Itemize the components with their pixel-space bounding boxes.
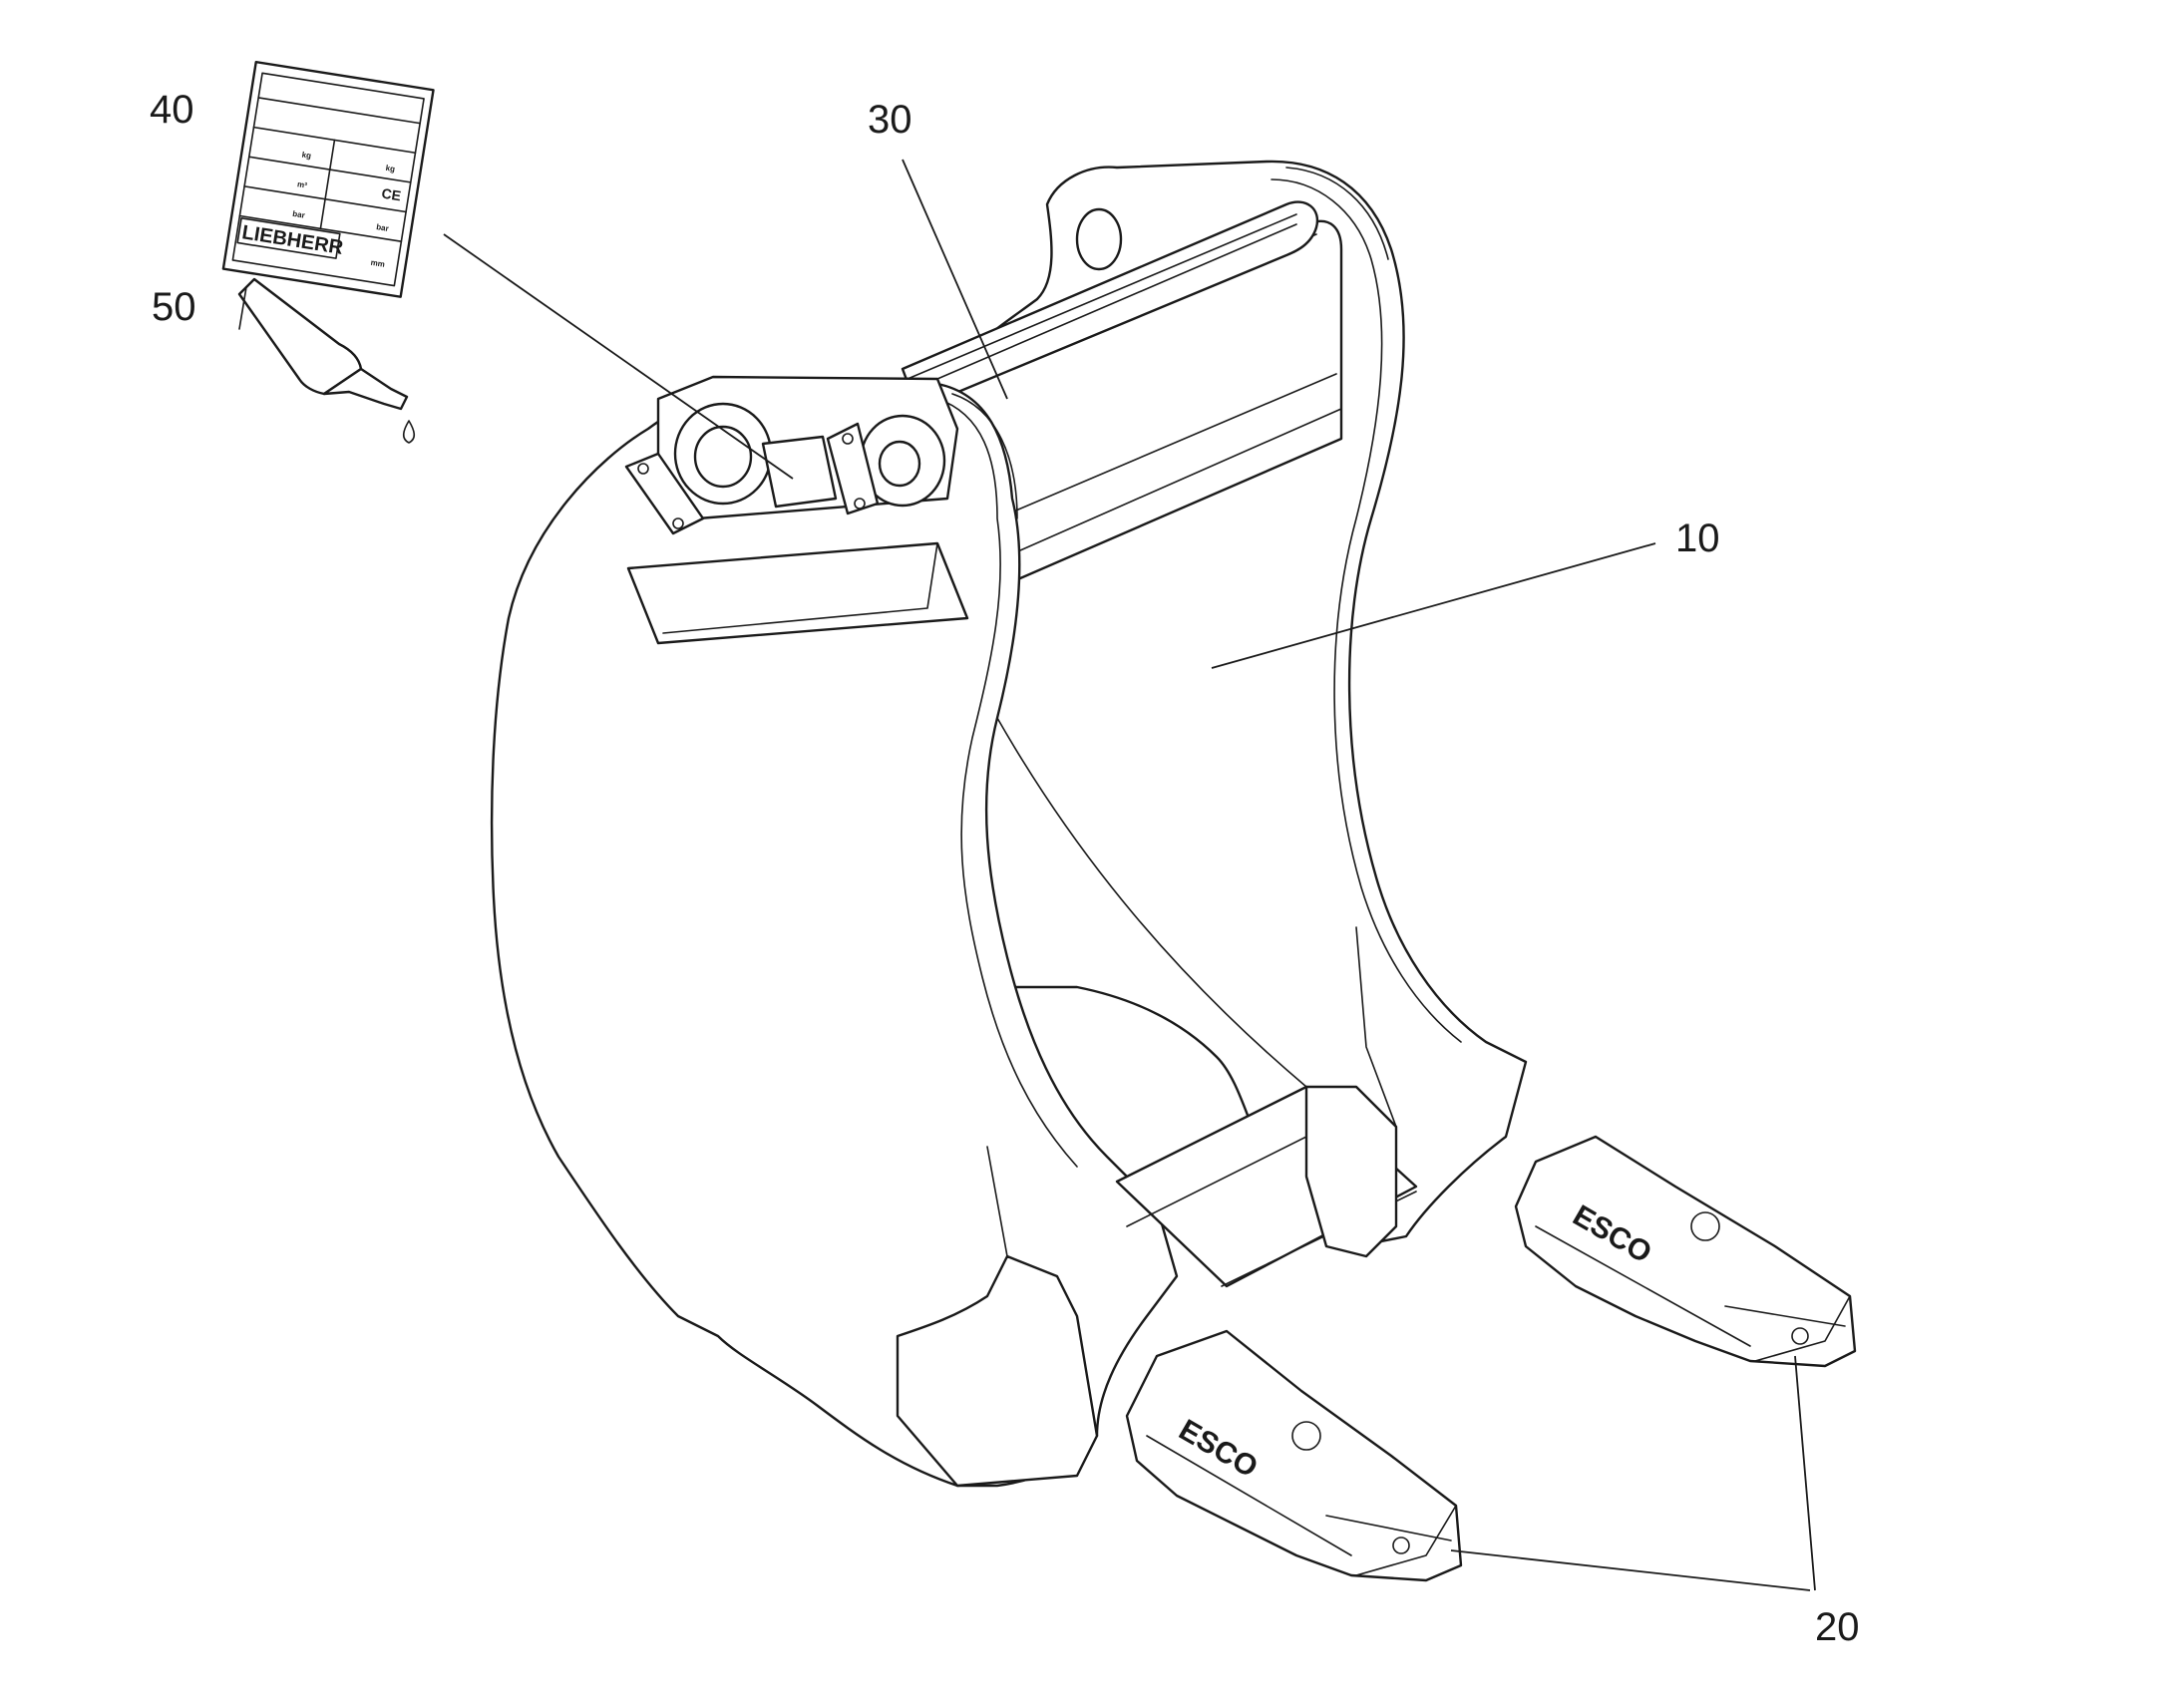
plate-unit-5: bar: [376, 222, 390, 233]
callout-30: 30: [868, 98, 912, 142]
plate-unit-6: mm: [370, 258, 385, 269]
plate-unit-3: bar: [292, 209, 306, 220]
tooth-left: ESCO: [1125, 1329, 1463, 1582]
plate-ce-mark: CE: [381, 185, 403, 204]
callout-10: 10: [1675, 516, 1720, 560]
leader-30: [902, 159, 1008, 400]
leader-20-right: [1794, 1355, 1816, 1591]
tooth-right: ESCO: [1514, 1135, 1857, 1368]
bucket-body: [490, 160, 1528, 1488]
leader-10: [1211, 542, 1656, 669]
type-plate: LIEBHERR CE kg m³ bar kg bar mm: [221, 60, 435, 298]
callout-40: 40: [150, 88, 194, 132]
plate-unit-4: kg: [385, 164, 396, 173]
callout-20: 20: [1815, 1605, 1860, 1649]
callout-50: 50: [152, 285, 196, 329]
plate-unit-2: m³: [296, 179, 307, 189]
leader-40: [443, 233, 794, 480]
leader-20-left: [1450, 1549, 1811, 1591]
hinge-lugs: [624, 375, 959, 535]
grease-tube: [237, 277, 416, 444]
cross-tube: [936, 223, 1297, 380]
plate-unit-1: kg: [301, 151, 312, 161]
